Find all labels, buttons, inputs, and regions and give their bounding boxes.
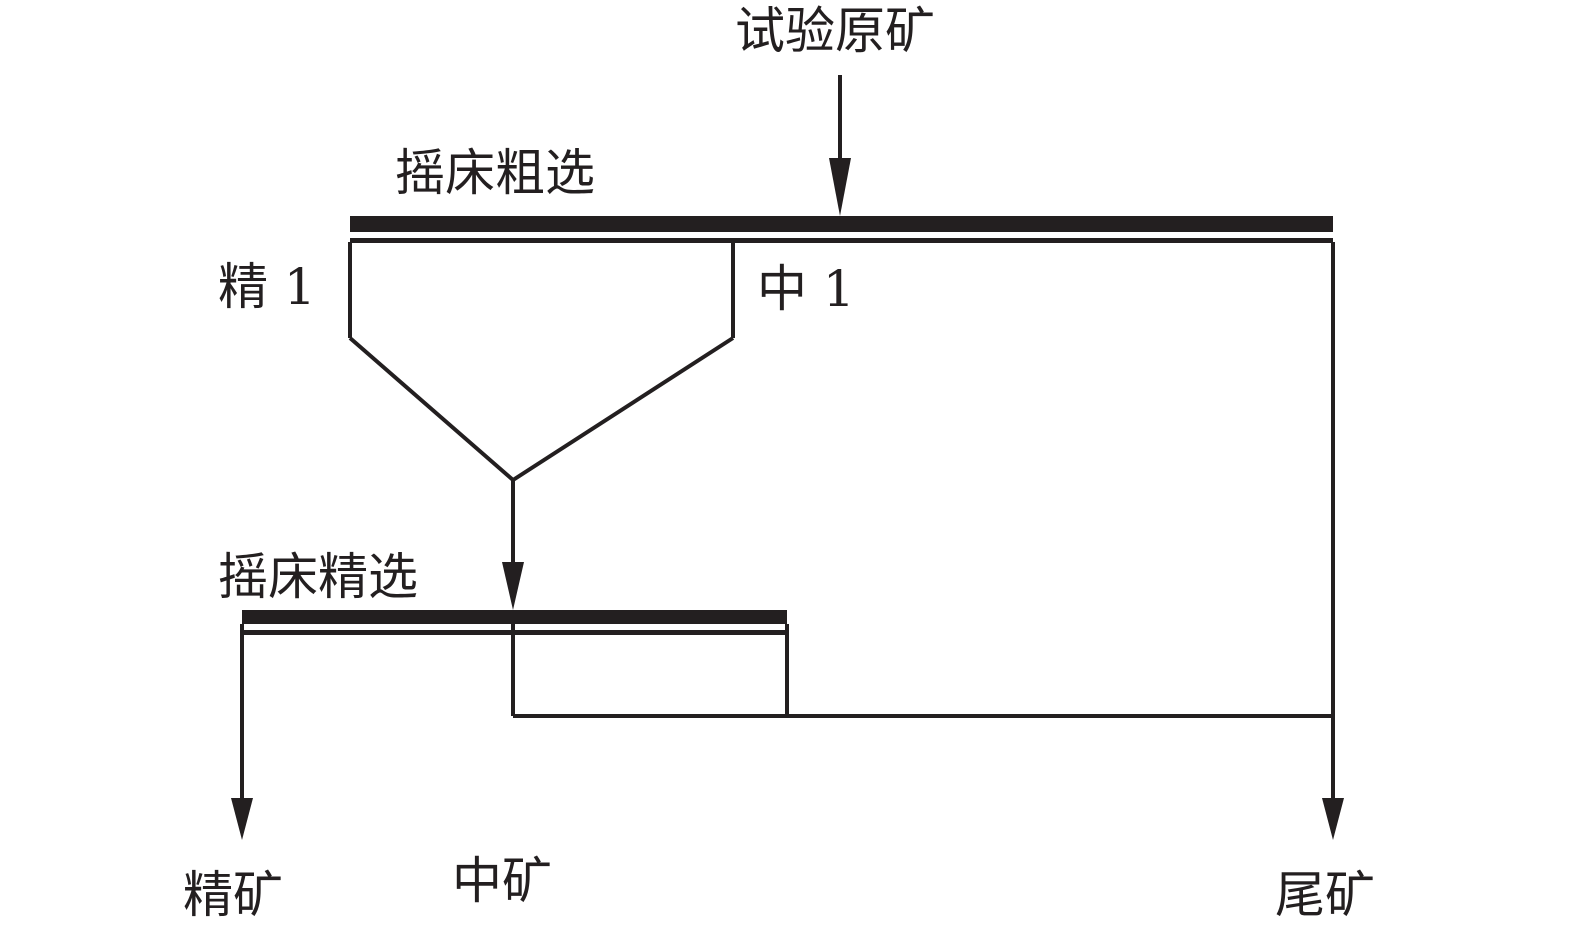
concentrate-arrow-icon bbox=[231, 798, 253, 840]
cleaner-label: 摇床精选 bbox=[218, 548, 418, 606]
rougher-middling-label: 中 1 bbox=[757, 260, 855, 318]
rougher-table-bar bbox=[350, 216, 1333, 232]
rougher-table-thin bbox=[350, 238, 1333, 243]
merge-line bbox=[348, 336, 735, 483]
cleaner-table-thin bbox=[242, 630, 787, 635]
feed-label: 试验原矿 bbox=[735, 2, 935, 60]
tailings-arrow-icon bbox=[1322, 798, 1344, 840]
rougher-conc-label: 精 1 bbox=[218, 258, 316, 316]
middling-label: 中矿 bbox=[452, 852, 552, 910]
cleaner-table-bar bbox=[242, 610, 787, 624]
tailings-label: 尾矿 bbox=[1275, 866, 1375, 924]
cleaner-arrow-icon bbox=[502, 562, 524, 610]
rougher-label: 摇床粗选 bbox=[395, 144, 595, 202]
feed-arrow-icon bbox=[829, 158, 851, 216]
concentrate-label: 精矿 bbox=[183, 866, 283, 924]
